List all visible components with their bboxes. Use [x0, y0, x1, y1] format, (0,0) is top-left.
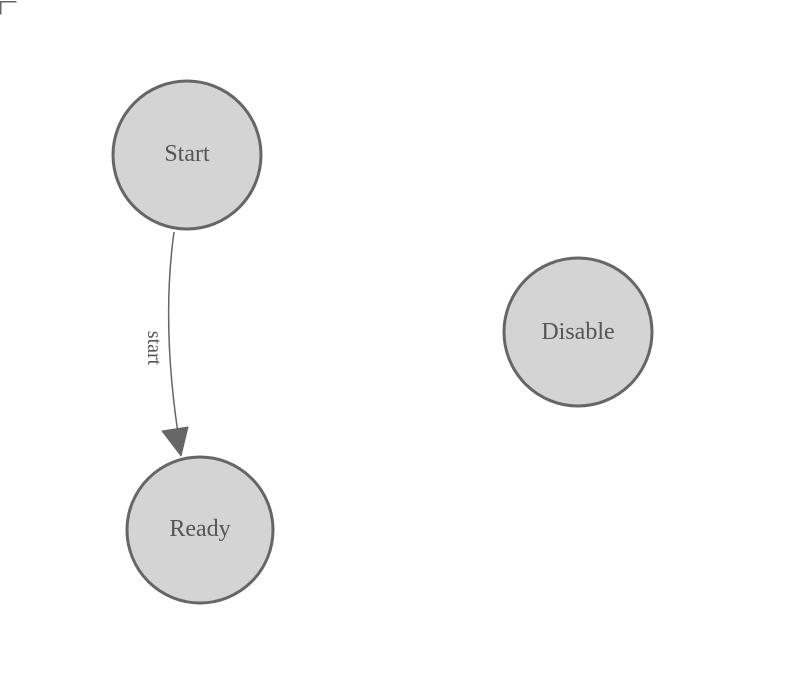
state-node-start[interactable]: Start — [111, 79, 263, 231]
state-node-ready[interactable]: Ready — [125, 455, 275, 605]
state-label-ready: Ready — [169, 516, 230, 542]
state-label-disable: Disable — [541, 319, 614, 345]
state-circle-start[interactable] — [111, 79, 263, 231]
state-node-disable[interactable]: Disable — [502, 256, 654, 408]
transition-path[interactable] — [167, 231, 181, 447]
state-circle-disable[interactable] — [502, 256, 654, 408]
transition-label[interactable]: start — [143, 331, 165, 366]
state-circle-ready[interactable] — [125, 455, 275, 605]
transition-arrowhead-icon — [161, 426, 189, 457]
origin-corner-mark — [0, 1, 17, 15]
state-label-start: Start — [164, 141, 210, 167]
transition-start-to-ready[interactable]: start — [143, 231, 189, 457]
